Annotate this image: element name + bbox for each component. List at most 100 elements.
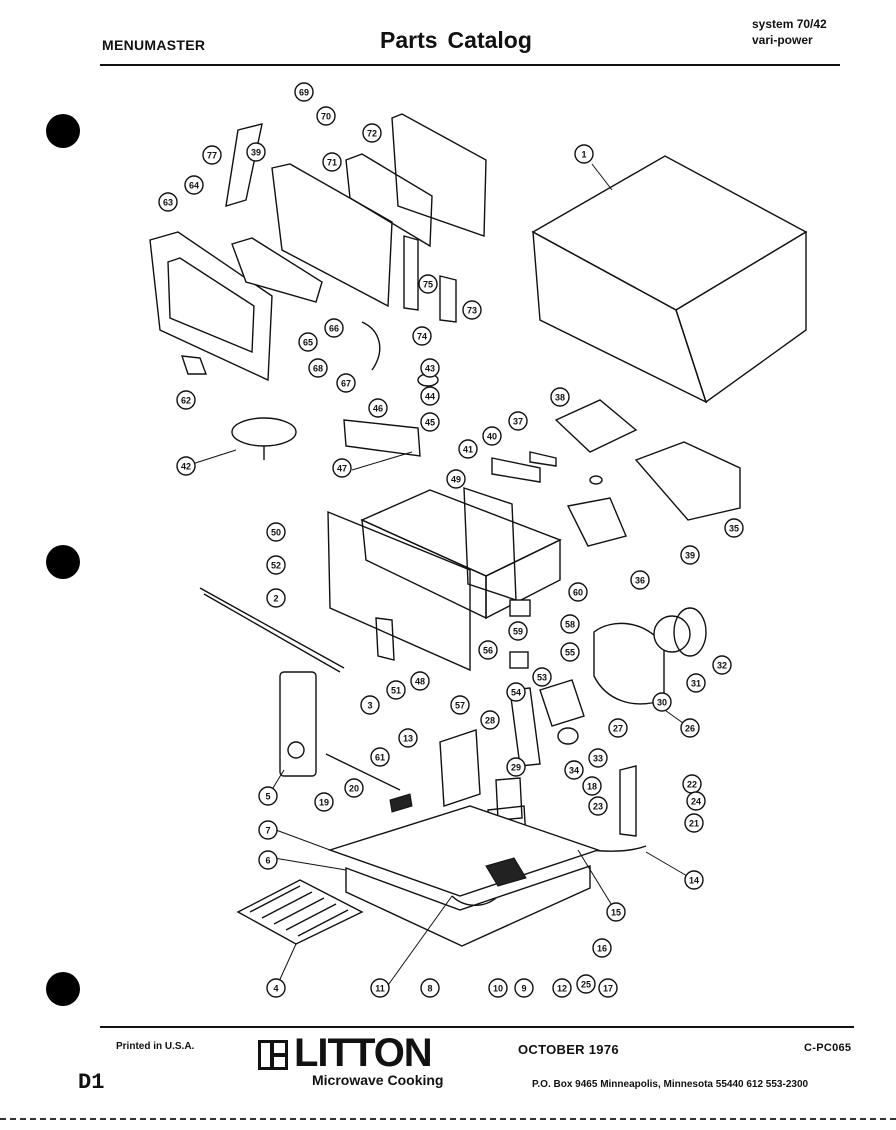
litton-subtitle: Microwave Cooking (312, 1072, 444, 1088)
litton-logo-icon (258, 1040, 288, 1070)
scan-edge (0, 1118, 896, 1120)
callout-42: 42 (176, 456, 196, 476)
callout-68: 68 (308, 358, 328, 378)
svg-text:6: 6 (265, 856, 270, 866)
callout-32: 32 (712, 655, 732, 675)
svg-text:65: 65 (303, 338, 313, 348)
catalog-date: OCTOBER 1976 (518, 1042, 619, 1057)
callout-5: 5 (258, 786, 278, 806)
callout-43: 43 (420, 358, 440, 378)
svg-text:20: 20 (349, 784, 359, 794)
callout-60: 60 (568, 582, 588, 602)
callout-10: 10 (488, 978, 508, 998)
svg-text:1: 1 (581, 150, 586, 160)
callout-66: 66 (324, 318, 344, 338)
callout-58: 58 (560, 614, 580, 634)
oven-cavity (199, 419, 562, 673)
svg-text:24: 24 (691, 797, 701, 807)
callout-54: 54 (506, 682, 526, 702)
svg-text:37: 37 (513, 417, 523, 427)
callout-23: 23 (588, 796, 608, 816)
catalog-code: C-PC065 (804, 1042, 852, 1054)
callout-11: 11 (370, 978, 390, 998)
svg-text:41: 41 (463, 445, 473, 455)
svg-text:53: 53 (537, 673, 547, 683)
callout-44: 44 (420, 386, 440, 406)
svg-text:11: 11 (375, 984, 385, 994)
svg-text:62: 62 (181, 396, 191, 406)
svg-text:71: 71 (327, 158, 337, 168)
svg-text:49: 49 (451, 475, 461, 485)
callout-34: 34 (564, 760, 584, 780)
svg-text:64: 64 (189, 181, 199, 191)
svg-text:23: 23 (593, 802, 603, 812)
callout-45: 45 (420, 412, 440, 432)
callout-22: 22 (682, 774, 702, 794)
header-rule (100, 64, 840, 66)
callout-47: 47 (332, 458, 352, 478)
callout-59: 59 (508, 621, 528, 641)
callout-46: 46 (368, 398, 388, 418)
binder-hole-top (46, 114, 80, 148)
callout-74: 74 (412, 326, 432, 346)
callout-63: 63 (158, 192, 178, 212)
svg-text:63: 63 (163, 198, 173, 208)
svg-text:75: 75 (423, 280, 433, 290)
callout-65: 65 (298, 332, 318, 352)
svg-text:15: 15 (611, 908, 621, 918)
callout-67: 67 (336, 373, 356, 393)
svg-text:9: 9 (521, 984, 526, 994)
callout-64: 64 (184, 175, 204, 195)
footer-rule (100, 1026, 854, 1028)
svg-text:67: 67 (341, 379, 351, 389)
svg-text:61: 61 (375, 753, 385, 763)
callout-28: 28 (480, 710, 500, 730)
title-word-catalog: Catalog (447, 27, 532, 53)
controls-and-electrical (279, 599, 647, 852)
svg-text:39: 39 (685, 551, 695, 561)
callout-17: 17 (598, 978, 618, 998)
svg-text:19: 19 (319, 798, 329, 808)
callout-73: 73 (462, 300, 482, 320)
svg-text:28: 28 (485, 716, 495, 726)
callout-55: 55 (560, 642, 580, 662)
callout-40: 40 (482, 426, 502, 446)
cabinet-wrapper (531, 155, 808, 404)
callout-53: 53 (532, 667, 552, 687)
callout-33: 33 (588, 748, 608, 768)
svg-text:27: 27 (613, 724, 623, 734)
system-line: system 70/42 (752, 17, 827, 31)
svg-text:39: 39 (251, 148, 261, 158)
svg-text:31: 31 (691, 679, 701, 689)
svg-text:54: 54 (511, 688, 521, 698)
callout-75: 75 (418, 274, 438, 294)
callout-62: 62 (176, 390, 196, 410)
svg-text:4: 4 (273, 984, 278, 994)
callout-38: 38 (550, 387, 570, 407)
callout-49: 49 (446, 469, 466, 489)
svg-text:56: 56 (483, 646, 493, 656)
callout-25: 25 (576, 974, 596, 994)
callout-16: 16 (592, 938, 612, 958)
svg-text:50: 50 (271, 528, 281, 538)
svg-text:52: 52 (271, 561, 281, 571)
svg-text:38: 38 (555, 393, 565, 403)
svg-text:69: 69 (299, 88, 309, 98)
svg-text:22: 22 (687, 780, 697, 790)
callout-57: 57 (450, 695, 470, 715)
svg-text:8: 8 (427, 984, 432, 994)
svg-text:5: 5 (265, 792, 270, 802)
base-assembly (236, 805, 601, 947)
svg-text:51: 51 (391, 686, 401, 696)
printed-note: Printed in U.S.A. (116, 1041, 195, 1052)
variant-line: vari-power (752, 33, 813, 47)
callout-72: 72 (362, 123, 382, 143)
callout-27: 27 (608, 718, 628, 738)
callout-1: 1 (574, 144, 594, 164)
svg-text:30: 30 (657, 698, 667, 708)
callout-69: 69 (294, 82, 314, 102)
title-word-parts: Parts (380, 27, 438, 53)
svg-text:66: 66 (329, 324, 339, 334)
svg-text:32: 32 (717, 661, 727, 671)
